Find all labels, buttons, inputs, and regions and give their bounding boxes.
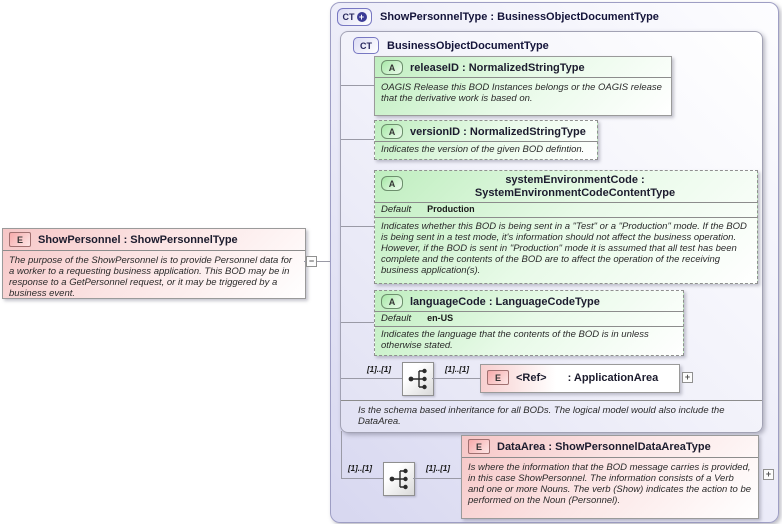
businessobjectdocumenttype-title: BusinessObjectDocumentType bbox=[387, 39, 549, 52]
attribute-box-languagecode[interactable]: A languageCode : LanguageCodeType Defaul… bbox=[374, 290, 684, 356]
languagecode-description: Indicates the language that the contents… bbox=[381, 329, 649, 351]
connector-line bbox=[341, 226, 374, 227]
businessobjectdocumenttype-annotation: Is the schema based inheritance for all … bbox=[358, 405, 725, 427]
releaseid-description: OAGIS Release this BOD Instances belongs… bbox=[381, 82, 662, 104]
versionid-title: versionID : NormalizedStringType bbox=[410, 125, 586, 138]
attribute-badge-icon: A bbox=[381, 124, 403, 139]
languagecode-title: languageCode : LanguageCodeType bbox=[410, 295, 600, 308]
applicationarea-ref-label: <Ref> bbox=[516, 371, 547, 384]
systemenvironmentcode-description: Indicates whether this BOD is being sent… bbox=[381, 221, 747, 276]
languagecode-header[interactable]: A languageCode : LanguageCodeType bbox=[375, 291, 683, 312]
applicationarea-header[interactable]: E <Ref> : ApplicationArea bbox=[481, 365, 679, 387]
connector-line bbox=[341, 478, 383, 479]
attribute-box-versionid[interactable]: A versionID : NormalizedStringType Indic… bbox=[374, 120, 598, 160]
attribute-badge-icon: A bbox=[381, 60, 403, 75]
attribute-badge-icon: A bbox=[381, 294, 403, 309]
languagecode-default-row: Default en-US bbox=[375, 312, 683, 327]
systemenvironmentcode-header[interactable]: A systemEnvironmentCode : SystemEnvironm… bbox=[375, 171, 757, 203]
sequence-icon[interactable] bbox=[402, 362, 434, 396]
dataarea-element-box[interactable]: E DataArea : ShowPersonnelDataAreaType I… bbox=[461, 435, 759, 519]
complextype-badge-icon: CT bbox=[353, 37, 379, 54]
show-personnel-header[interactable]: E ShowPersonnel : ShowPersonnelType bbox=[3, 229, 305, 251]
cardinality-label: [1]..[1] bbox=[445, 365, 469, 374]
connector-line bbox=[341, 431, 342, 478]
applicationarea-element-box[interactable]: E <Ref> : ApplicationArea bbox=[480, 364, 680, 393]
attribute-box-systemenvironmentcode[interactable]: A systemEnvironmentCode : SystemEnvironm… bbox=[374, 170, 758, 284]
dataarea-header[interactable]: E DataArea : ShowPersonnelDataAreaType bbox=[462, 436, 758, 458]
default-value: Production bbox=[427, 204, 475, 214]
showpersonneltype-header: CT + ShowPersonnelType : BusinessObjectD… bbox=[331, 3, 778, 26]
collapse-toggle-minus-icon[interactable]: − bbox=[306, 256, 317, 267]
showpersonneltype-container[interactable]: CT + ShowPersonnelType : BusinessObjectD… bbox=[330, 2, 779, 523]
systemenvironmentcode-default-row: Default Production bbox=[375, 203, 757, 218]
dataarea-title: DataArea : ShowPersonnelDataAreaType bbox=[497, 440, 711, 453]
extension-plus-icon: + bbox=[356, 12, 367, 22]
showpersonneltype-title: ShowPersonnelType : BusinessObjectDocume… bbox=[380, 11, 659, 23]
connector-line bbox=[341, 378, 402, 379]
show-personnel-title: ShowPersonnel : ShowPersonnelType bbox=[38, 233, 238, 246]
show-personnel-element-box[interactable]: E ShowPersonnel : ShowPersonnelType The … bbox=[2, 228, 306, 299]
element-badge-icon: E bbox=[9, 232, 31, 247]
default-value: en-US bbox=[427, 313, 454, 323]
connector-line bbox=[341, 322, 374, 323]
attribute-badge-icon: A bbox=[381, 176, 403, 191]
expand-toggle-plus-icon[interactable]: + bbox=[763, 469, 774, 480]
complextype-extension-badge-icon: CT + bbox=[337, 8, 372, 26]
cardinality-label: [1]..[1] bbox=[367, 365, 391, 374]
releaseid-header[interactable]: A releaseID : NormalizedStringType bbox=[375, 57, 671, 78]
default-label: Default bbox=[381, 313, 412, 324]
sequence-icon[interactable] bbox=[383, 462, 415, 496]
dataarea-description: Is where the information that the BOD me… bbox=[468, 462, 752, 506]
businessobjectdocumenttype-header: CT BusinessObjectDocumentType bbox=[341, 32, 762, 54]
connector-line bbox=[413, 478, 461, 479]
element-badge-icon: E bbox=[487, 370, 509, 385]
releaseid-title: releaseID : NormalizedStringType bbox=[410, 61, 585, 74]
versionid-header[interactable]: A versionID : NormalizedStringType bbox=[375, 121, 597, 142]
attribute-box-releaseid[interactable]: A releaseID : NormalizedStringType OAGIS… bbox=[374, 56, 672, 116]
connector-line bbox=[317, 261, 330, 262]
applicationarea-type-label: : ApplicationArea bbox=[567, 371, 659, 384]
connector-line bbox=[341, 139, 374, 140]
businessobjectdocumenttype-container[interactable]: CT BusinessObjectDocumentType A releaseI… bbox=[340, 31, 763, 433]
versionid-description: Indicates the version of the given BOD d… bbox=[381, 144, 585, 155]
element-badge-icon: E bbox=[468, 439, 490, 454]
show-personnel-description: The purpose of the ShowPersonnel is to p… bbox=[9, 255, 293, 299]
annotation-divider bbox=[341, 400, 762, 401]
systemenvironmentcode-title: systemEnvironmentCode : SystemEnvironmen… bbox=[474, 174, 676, 199]
connector-line bbox=[432, 378, 480, 379]
default-label: Default bbox=[381, 204, 412, 215]
expand-toggle-plus-icon[interactable]: + bbox=[682, 372, 693, 383]
connector-line bbox=[304, 261, 306, 262]
cardinality-label: [1]..[1] bbox=[348, 464, 372, 473]
ct-label: CT bbox=[342, 12, 355, 22]
connector-line bbox=[341, 85, 374, 86]
cardinality-label: [1]..[1] bbox=[426, 464, 450, 473]
